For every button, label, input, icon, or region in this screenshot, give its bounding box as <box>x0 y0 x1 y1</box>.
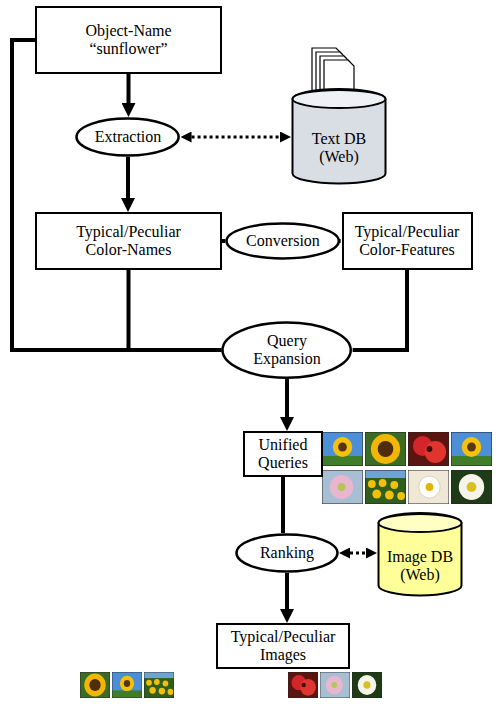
flow-connector <box>222 239 225 243</box>
thumbnail-image <box>320 672 350 698</box>
cylinder-top <box>379 514 462 532</box>
dotted-connector <box>192 136 280 139</box>
database-cylinder: Image DB (Web) <box>377 513 463 597</box>
thumbnail-image <box>80 672 110 698</box>
dotted-connector <box>350 552 366 555</box>
flow-connector <box>127 74 131 103</box>
process-ellipse: Query Expansion <box>221 321 352 379</box>
cylinder-body <box>293 89 386 184</box>
thumbnail-image <box>144 672 174 698</box>
flow-connector <box>12 40 221 350</box>
node-label: Unified Queries <box>250 436 316 472</box>
node-label: Query Expansion <box>245 332 330 368</box>
thumbnail-image <box>408 470 449 504</box>
thumbnail-image <box>288 672 318 698</box>
text-block: Ranking <box>260 544 314 562</box>
thumbnail-image <box>365 432 406 466</box>
thumbnail-image <box>322 432 363 466</box>
ellipse-shape <box>223 322 351 377</box>
flow-connector <box>281 477 285 533</box>
data-box: Typical/Peculiar Color-Names <box>35 212 222 270</box>
output-box: Typical/Peculiar Images <box>216 623 350 669</box>
thumbnail-image <box>352 672 382 698</box>
data-box: Typical/Peculiar Color-Features <box>342 212 473 270</box>
thumbnail-image <box>451 470 492 504</box>
process-ellipse: Extraction <box>75 117 180 157</box>
ellipse-shape <box>237 535 338 572</box>
text-block: Image DB (Web) <box>384 548 456 584</box>
node-label: Typical/Peculiar Color-Names <box>64 223 194 259</box>
cylinder-body <box>379 513 462 595</box>
input-box: Object-Name “sunflower” <box>35 6 222 74</box>
node-label: Typical/Peculiar Color-Features <box>349 223 466 259</box>
database-cylinder: Text DB (Web) <box>291 89 387 185</box>
node-label: Object-Name “sunflower” <box>64 22 194 58</box>
node-label: Ranking <box>260 544 314 562</box>
node-label: Text DB (Web) <box>303 130 375 166</box>
node-label: Typical/Peculiar Images <box>223 628 343 664</box>
text-block: Object-Name “sunflower” <box>64 22 194 58</box>
cylinder-top <box>293 90 386 108</box>
process-ellipse: Conversion <box>225 222 340 260</box>
flow-connector <box>129 270 222 350</box>
thumbnail-image <box>322 470 363 504</box>
text-block: Extraction <box>95 128 162 146</box>
query-thumbnails <box>322 432 492 504</box>
text-block: Query Expansion <box>245 332 330 368</box>
text-block: Conversion <box>246 232 320 250</box>
flow-connector <box>353 270 407 350</box>
process-ellipse: Ranking <box>235 533 339 573</box>
text-block: Typical/Peculiar Images <box>223 628 343 664</box>
text-block: Unified Queries <box>250 436 316 472</box>
ellipse-shape <box>77 119 179 156</box>
thumbnail-image <box>408 432 449 466</box>
flow-connector <box>285 379 289 417</box>
flow-connector <box>285 573 289 609</box>
thumbnail-image <box>365 470 406 504</box>
thumbnail-image <box>112 672 142 698</box>
node-label: Image DB (Web) <box>384 548 456 584</box>
ellipse-shape <box>227 224 339 259</box>
text-block: Typical/Peculiar Color-Names <box>64 223 194 259</box>
result-thumbnails <box>80 672 382 698</box>
flow-connector <box>126 157 130 198</box>
data-box: Unified Queries <box>243 431 323 477</box>
text-block: Text DB (Web) <box>303 130 375 166</box>
node-label: Extraction <box>95 128 162 146</box>
text-block: Typical/Peculiar Color-Features <box>349 223 466 259</box>
thumbnail-image <box>451 432 492 466</box>
node-label: Conversion <box>246 232 320 250</box>
